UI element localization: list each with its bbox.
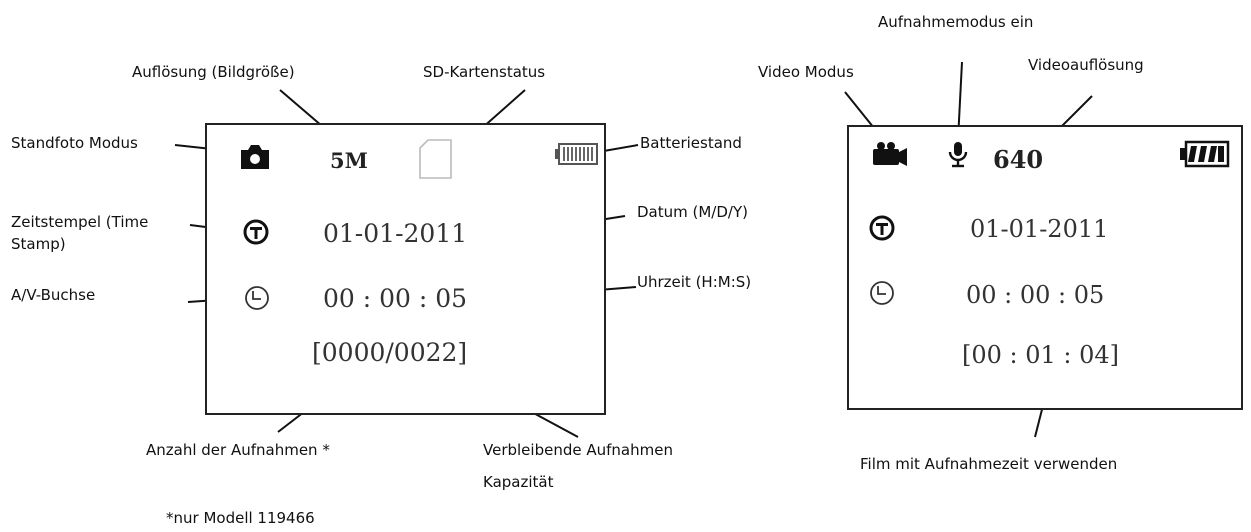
label-video-modus: Video Modus (758, 63, 854, 81)
clock-icon (245, 286, 269, 310)
right-date: 01-01-2011 (970, 215, 1109, 243)
video-mode-screen (847, 125, 1243, 410)
left-counter: [0000/0022] (312, 338, 468, 367)
right-time: 00 : 00 : 05 (966, 281, 1105, 309)
label-standfoto: Standfoto Modus (11, 134, 138, 152)
battery-icon (1180, 140, 1230, 168)
label-zeitstempel-2: Stamp) (11, 235, 66, 253)
label-verbleibende-2: Kapazität (483, 473, 554, 491)
label-videoaufloesung: Videoauflösung (1028, 56, 1144, 74)
label-aufnahmemodus: Aufnahmemodus ein (878, 13, 1034, 31)
label-sd-status: SD-Kartenstatus (423, 63, 546, 81)
label-aufloesung: Auflösung (Bildgröße) (132, 63, 295, 81)
microphone-icon (948, 142, 968, 168)
battery-icon (555, 143, 598, 165)
camera-icon (241, 145, 269, 169)
label-datum: Datum (M/D/Y) (637, 203, 748, 221)
clock-icon (870, 281, 894, 305)
label-zeitstempel-1: Zeitstempel (Time (11, 213, 149, 231)
left-date: 01-01-2011 (323, 219, 468, 248)
label-batterie: Batteriestand (640, 134, 742, 152)
left-time: 00 : 00 : 05 (323, 284, 468, 313)
right-resolution: 640 (993, 145, 1044, 174)
sd-card-icon (419, 139, 452, 179)
label-fussnote: *nur Modell 119466 (166, 509, 315, 527)
left-resolution: 5M (330, 148, 368, 173)
label-anzahl: Anzahl der Aufnahmen * (146, 441, 330, 459)
right-counter: [00 : 01 : 04] (962, 341, 1120, 369)
label-av-buchse: A/V-Buchse (11, 286, 96, 304)
label-film: Film mit Aufnahmezeit verwenden (860, 455, 1118, 473)
timestamp-t-icon (869, 215, 895, 241)
label-verbleibende-1: Verbleibende Aufnahmen (483, 441, 673, 459)
label-uhrzeit: Uhrzeit (H:M:S) (637, 273, 752, 291)
photo-mode-screen (205, 123, 606, 415)
timestamp-t-icon (243, 219, 269, 245)
video-camera-icon (873, 142, 907, 166)
